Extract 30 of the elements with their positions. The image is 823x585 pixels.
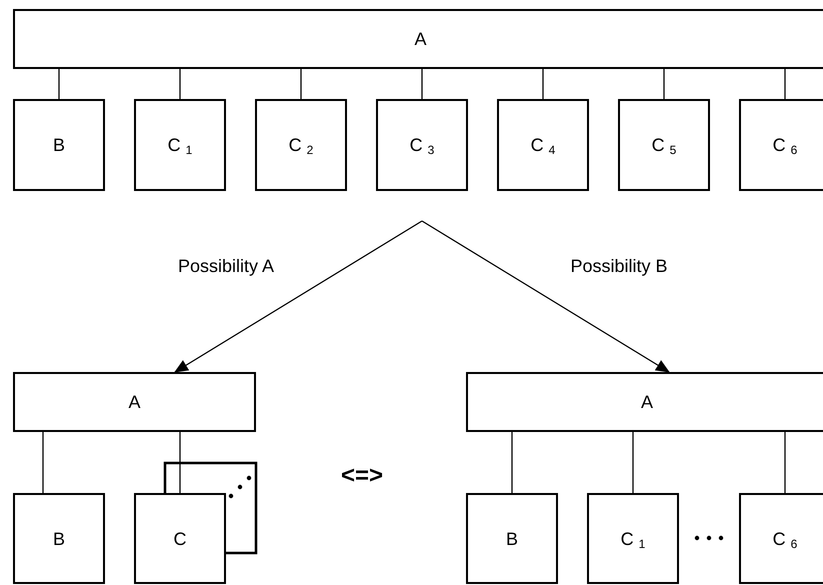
- connector-line: [784, 432, 786, 493]
- connector-line: [632, 432, 634, 493]
- header-box: A: [466, 372, 823, 432]
- connector-line: [542, 69, 544, 99]
- connector-line: [511, 432, 513, 493]
- connector-line: [42, 432, 44, 493]
- connector-line: [300, 69, 302, 99]
- equivalence-symbol: <=>: [340, 464, 384, 488]
- module-box: C $_{6}$: [739, 99, 823, 191]
- module-box: C $_{6}$: [739, 493, 823, 584]
- connector-line: [421, 69, 423, 99]
- header-box: A: [13, 9, 823, 69]
- module-box: B: [13, 493, 105, 584]
- module-box: C $_{3}$: [376, 99, 468, 191]
- module-box: B: [466, 493, 558, 584]
- module-box: C $_{1}$: [134, 99, 226, 191]
- connector-line: [784, 69, 786, 99]
- module-box: C $_{2}$: [255, 99, 347, 191]
- module-box: C $_{4}$: [497, 99, 589, 191]
- module-box: C: [134, 493, 226, 584]
- connector-line: [663, 69, 665, 99]
- header-box: A: [13, 372, 256, 432]
- module-box: C $_{5}$: [618, 99, 710, 191]
- module-box: B: [13, 99, 105, 191]
- module-box: C $_{1}$: [587, 493, 679, 584]
- connector-line: [58, 69, 60, 99]
- connector-line: [179, 432, 181, 493]
- arrow: [174, 220, 422, 373]
- connector-line: [179, 69, 181, 99]
- arrow: [422, 220, 670, 373]
